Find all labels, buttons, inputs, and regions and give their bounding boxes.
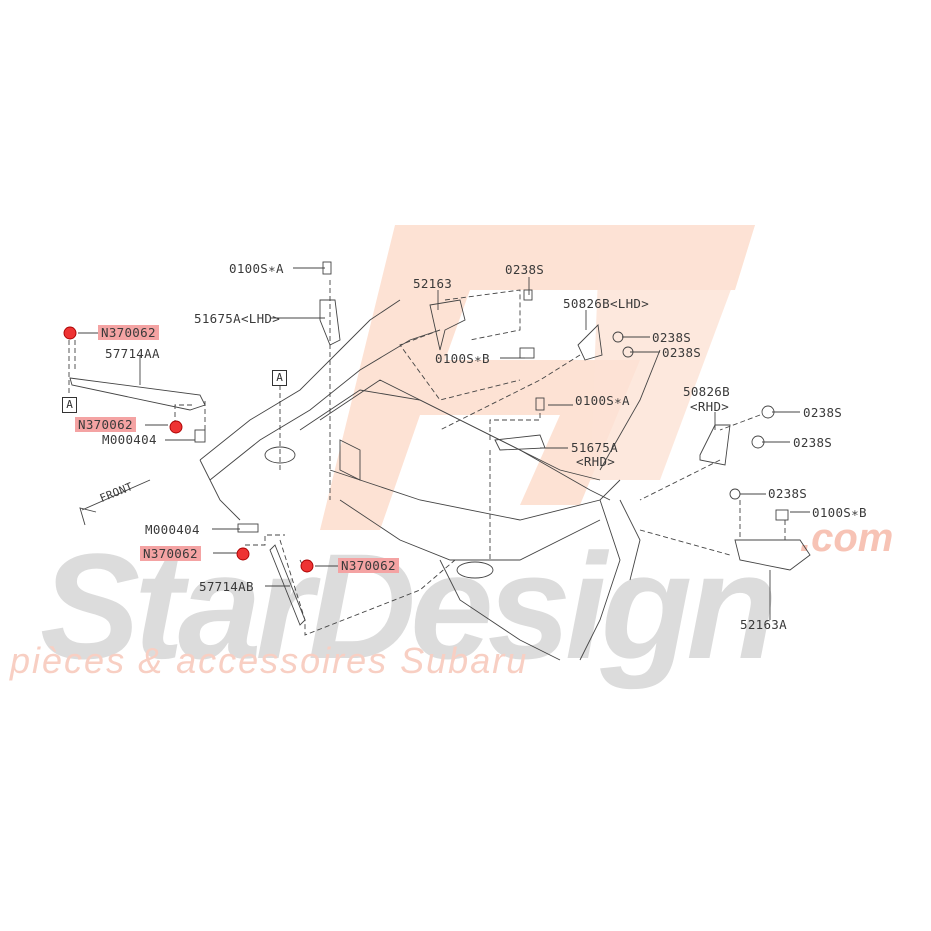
nut-icon	[622, 346, 634, 358]
part-label[interactable]: 50826B	[683, 384, 730, 399]
body-outline	[199, 299, 661, 661]
part-label[interactable]: M000404	[102, 432, 157, 447]
part-label[interactable]: 0100S∗B	[812, 505, 867, 520]
leader-lines	[78, 267, 810, 620]
highlighted-nut-icon	[169, 420, 183, 434]
nut-icon	[761, 405, 775, 419]
part-label[interactable]: 0238S	[803, 405, 843, 420]
leader-dashed-lines	[68, 280, 786, 636]
parts	[69, 261, 811, 626]
bolt-icon	[322, 261, 332, 275]
bracket-52163-shape	[429, 299, 466, 351]
part-label[interactable]: 57714AB	[199, 579, 254, 594]
highlighted-nut-icon	[236, 547, 250, 561]
highlighted-part-label[interactable]: N370062	[338, 558, 399, 573]
bracket-52163a-shape	[734, 539, 811, 571]
ref-marker-a: A	[62, 397, 77, 413]
nut-icon	[523, 289, 533, 301]
part-label[interactable]: 0100S∗B	[435, 351, 490, 366]
highlighted-nut-icon	[300, 559, 314, 573]
highlighted-part-label[interactable]: N370062	[75, 417, 136, 432]
part-label[interactable]: 0100S∗A	[575, 393, 630, 408]
stay-rhd-shape	[494, 434, 546, 451]
part-label[interactable]: 51675A<LHD>	[194, 311, 281, 326]
ref-marker-a: A	[272, 370, 287, 386]
highlighted-nut-icon	[63, 326, 77, 340]
part-label[interactable]: 52163	[413, 276, 453, 291]
bar-57714ab-shape	[269, 544, 306, 626]
part-label[interactable]: 0238S	[793, 435, 833, 450]
part-label[interactable]: 0238S	[652, 330, 692, 345]
part-label[interactable]: 0238S	[768, 486, 808, 501]
highlighted-part-label[interactable]: N370062	[140, 546, 201, 561]
part-label[interactable]: 0238S	[662, 345, 702, 360]
bracket-50826b-rhd-shape	[699, 424, 731, 466]
part-label[interactable]: 52163A	[740, 617, 787, 632]
part-label[interactable]: 0100S∗A	[229, 261, 284, 276]
part-label[interactable]: 57714AA	[105, 346, 160, 361]
nut-icon	[729, 488, 741, 500]
bolt-icon	[519, 347, 535, 359]
front-arrow-icon	[79, 479, 151, 526]
bar-57714aa-shape	[69, 377, 206, 411]
nut-icon	[751, 435, 765, 449]
part-label[interactable]: <RHD>	[690, 399, 730, 414]
bracket-50826b-lhd-shape	[577, 324, 603, 361]
watermark-tagline: pièces & accessoires Subaru	[10, 640, 529, 681]
watermark-domain: .com	[800, 516, 894, 560]
part-label[interactable]: <RHD>	[576, 454, 616, 469]
part-label[interactable]: 0238S	[505, 262, 545, 277]
part-label[interactable]: 50826B<LHD>	[563, 296, 650, 311]
highlighted-nuts	[63, 326, 314, 573]
part-label[interactable]: 51675A	[571, 440, 618, 455]
stay-lhd-shape	[319, 299, 341, 346]
bolt-icon	[535, 397, 545, 411]
nut-icon	[612, 331, 624, 343]
highlighted-part-label[interactable]: N370062	[98, 325, 159, 340]
bolt-icon	[237, 523, 259, 533]
bolt-icon	[775, 509, 789, 521]
part-label[interactable]: M000404	[145, 522, 200, 537]
bolt-icon	[194, 429, 206, 443]
